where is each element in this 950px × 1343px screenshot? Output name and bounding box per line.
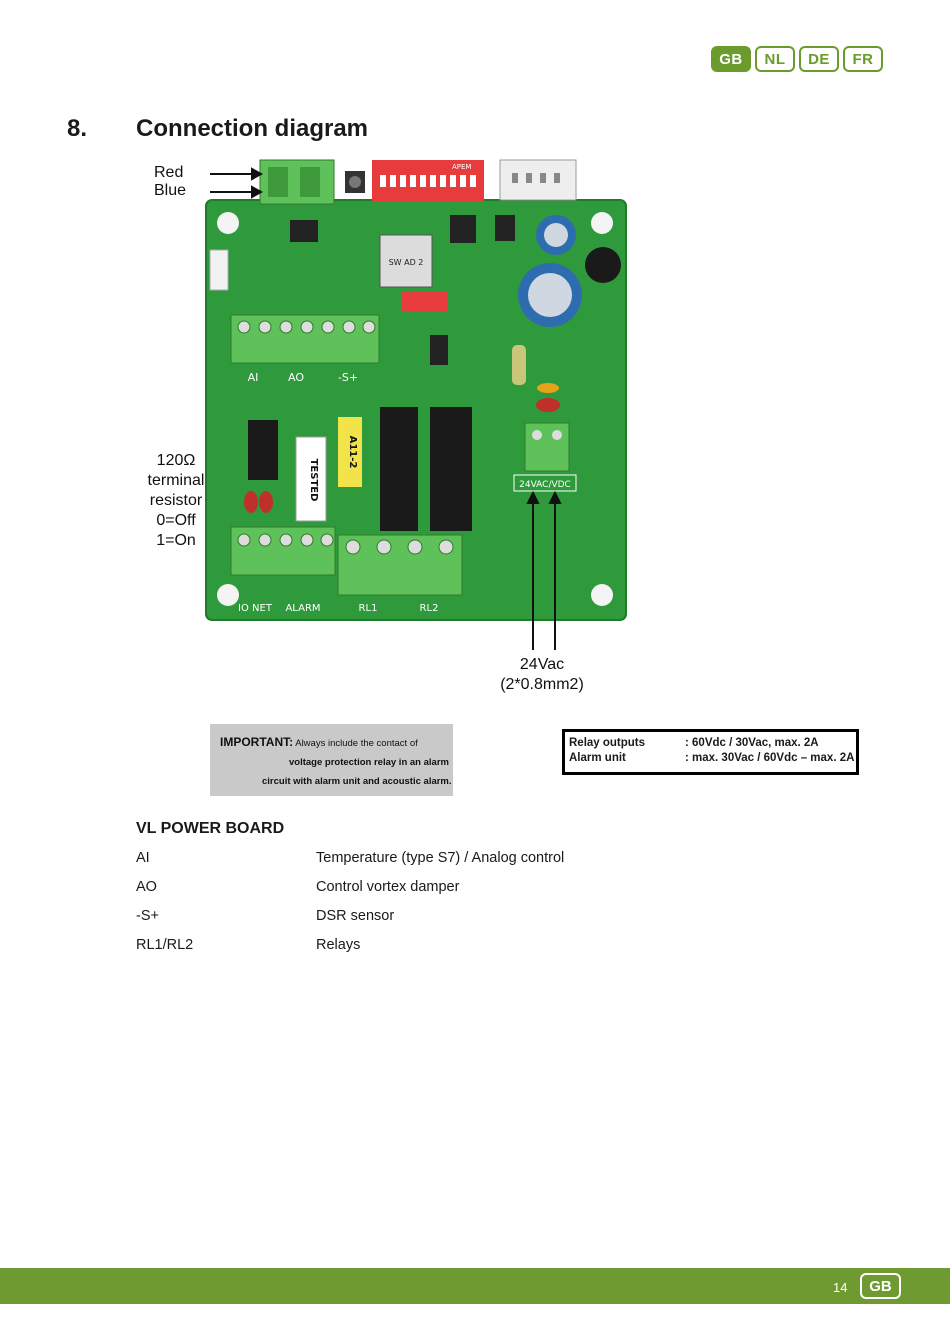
pcb-illustration: APEM SW AD 2 AI AO -S+ bbox=[205, 159, 627, 650]
lang-fr-button[interactable]: FR bbox=[843, 46, 883, 72]
power-arrows bbox=[526, 490, 562, 650]
wire-arrows bbox=[210, 167, 264, 199]
inductor bbox=[585, 247, 621, 283]
relay bbox=[430, 407, 472, 531]
mounting-hole bbox=[591, 212, 613, 234]
ic-chip bbox=[450, 215, 476, 243]
capacitor-small bbox=[536, 398, 560, 412]
power-terminal-block bbox=[524, 422, 570, 472]
ionet-terminal-label: IO NET bbox=[238, 603, 273, 614]
ai-terminal-label: AI bbox=[248, 371, 259, 384]
header-connector bbox=[499, 159, 577, 201]
module-sticker bbox=[338, 417, 362, 487]
wire-label-red: Red bbox=[154, 164, 184, 181]
ic-chip bbox=[430, 335, 448, 365]
red-connector bbox=[402, 292, 448, 312]
relay-spec-row: Alarm unit: max. 30Vac / 60Vdc – max. 2A bbox=[569, 752, 855, 764]
important-prefix: IMPORTANT: bbox=[220, 735, 294, 749]
important-line-2: voltage protection relay in an alarm bbox=[289, 757, 449, 768]
alarm-terminal-label: ALARM bbox=[285, 603, 320, 614]
rl1-terminal-label: RL1 bbox=[359, 603, 378, 614]
relay-specs-box: Relay outputs: 60Vdc / 30Vac, max. 2A Al… bbox=[562, 729, 859, 775]
tested-label: TESTED bbox=[308, 459, 319, 502]
page-number: 14 bbox=[833, 1280, 848, 1295]
mounting-hole bbox=[217, 212, 239, 234]
jumper bbox=[244, 491, 258, 513]
tested-sticker bbox=[295, 436, 327, 522]
mounting-hole bbox=[217, 584, 239, 606]
section-title: Connection diagram bbox=[136, 115, 369, 142]
connection-diagram: APEM SW AD 2 AI AO -S+ bbox=[140, 155, 640, 715]
relay-spec-row: Relay outputs: 60Vdc / 30Vac, max. 2A bbox=[569, 737, 819, 749]
lang-de-button[interactable]: DE bbox=[799, 46, 839, 72]
important-line-1: Always include the contact of bbox=[295, 738, 418, 749]
chip-label: SW AD 2 bbox=[389, 258, 424, 267]
dip-label: APEM bbox=[452, 163, 471, 171]
lang-nl-button[interactable]: NL bbox=[755, 46, 795, 72]
power-terminal-box bbox=[513, 474, 577, 492]
capacitor-small bbox=[537, 383, 559, 393]
important-line-3: circuit with alarm unit and acoustic ala… bbox=[262, 776, 452, 787]
ic-chip bbox=[248, 420, 278, 480]
footer-bar bbox=[0, 1268, 950, 1304]
power-label: 24Vac (2*0.8mm2) bbox=[500, 656, 584, 693]
ic-chip bbox=[290, 220, 318, 242]
wire-label-blue: Blue bbox=[154, 182, 187, 199]
jumper bbox=[259, 491, 273, 513]
sensor-terminal-label: -S+ bbox=[338, 371, 358, 384]
footer-lang-badge: GB bbox=[860, 1273, 901, 1299]
resistor-label: 120Ω terminal resistor 0=Off 1=On bbox=[147, 452, 205, 549]
mounting-hole bbox=[591, 584, 613, 606]
display-connector bbox=[209, 249, 229, 291]
important-note: IMPORTANT: Always include the contact of… bbox=[210, 724, 453, 796]
microcontroller-chip bbox=[379, 234, 433, 288]
relay bbox=[380, 407, 418, 531]
ic-chip bbox=[495, 215, 515, 241]
spec-row: -S+DSR sensor bbox=[136, 908, 395, 924]
module-label: A11-2 bbox=[347, 436, 358, 469]
board-title: VL POWER BOARD bbox=[136, 820, 285, 837]
rl2-terminal-label: RL2 bbox=[420, 603, 439, 614]
lang-gb-button[interactable]: GB bbox=[711, 46, 751, 72]
ao-terminal-label: AO bbox=[288, 371, 304, 384]
resistor-part bbox=[512, 345, 526, 385]
power-terminal-label: 24VAC/VDC bbox=[519, 480, 571, 490]
section-number: 8. bbox=[67, 115, 88, 142]
language-selector: GB NL DE FR bbox=[711, 46, 883, 72]
